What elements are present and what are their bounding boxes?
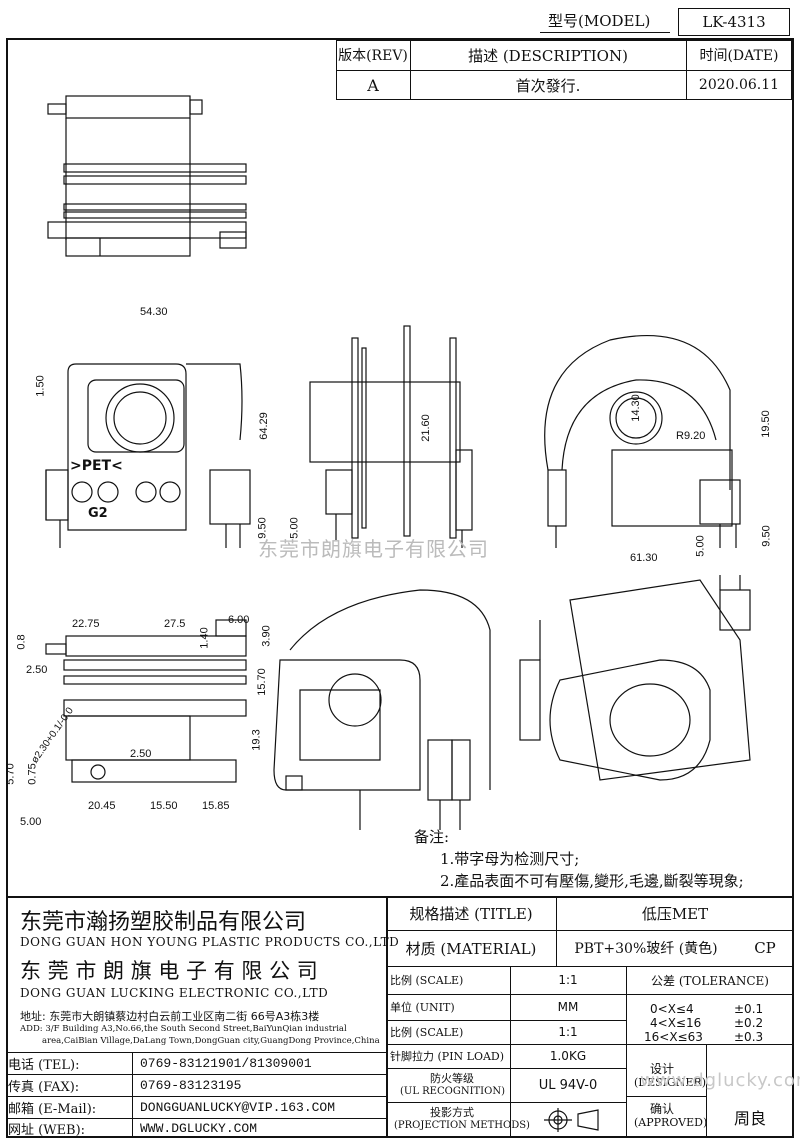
scale2-label: 比例 (SCALE)	[390, 1026, 464, 1039]
desc-header: 描述 (DESCRIPTION)	[468, 46, 628, 65]
date-header: 时间(DATE)	[699, 48, 779, 64]
dim-back-radius: R9.20	[676, 430, 706, 442]
proj-label-1: 投影方式	[430, 1106, 474, 1119]
notes-title: 备注:	[414, 828, 450, 846]
dim-top-m: 20.45	[88, 800, 116, 812]
date-value: 2020.06.11	[698, 77, 780, 93]
designer-label-2: (DESIGNER)	[634, 1076, 707, 1089]
g2-mark: G2	[88, 506, 108, 521]
dim-top-k: 5.70	[4, 763, 17, 785]
desc-value: 首次發行.	[515, 76, 581, 95]
designer-label-1: 设计	[650, 1062, 675, 1076]
ul-label-1: 防火等级	[430, 1072, 474, 1085]
approved-label-2: (APPROVED)	[634, 1116, 708, 1129]
company-en-2: DONG GUAN LUCKING ELECTRONIC CO.,LTD	[20, 986, 329, 1000]
dim-top-o: 15.85	[202, 800, 230, 812]
contact-tel-label: 电话 (TEL):	[8, 1057, 80, 1073]
watermark: 东莞市朗旗电子有限公司	[258, 537, 489, 561]
material-code: CP	[754, 939, 776, 957]
contact-web-label: 网址 (WEB):	[8, 1122, 86, 1138]
contact-tel-value: 0769-83121901/81309001	[140, 1055, 312, 1071]
dim-front-left-gap: 1.50	[34, 375, 47, 397]
company-addr-cn: 地址: 东莞市大朗镇蔡边村白云前工业区南二街 66号A3栋3楼	[20, 1010, 320, 1023]
tol-value-2: ±0.2	[734, 1016, 764, 1030]
scale-value: 1:1	[558, 973, 578, 987]
contact-web-value: WWW.DGLUCKY.COM	[140, 1120, 258, 1136]
unit-value: MM	[557, 1000, 579, 1014]
tol-value-1: ±0.1	[734, 1002, 764, 1016]
company-cn-1: 东莞市瀚扬塑胶制品有限公司	[20, 910, 307, 935]
model-label: 型号(MODEL)	[548, 12, 651, 30]
dim-back-bottom-b: 5.00	[694, 535, 707, 557]
rev-value: A	[367, 75, 379, 95]
dim-top-a: 22.75	[72, 618, 100, 630]
dim-top-n: 15.50	[150, 800, 178, 812]
dim-top-b: 27.5	[164, 618, 186, 630]
title-value: 低压MET	[641, 904, 709, 923]
dim-top-c: 6.00	[228, 614, 250, 626]
dim-back-inner: 14.30	[629, 394, 642, 422]
unit-label: 单位 (UNIT)	[390, 1001, 455, 1014]
dim-back-height: 19.50	[759, 410, 772, 438]
dim-top-j: 2.50	[130, 748, 152, 760]
model-underline	[540, 32, 670, 33]
drawing-frame	[6, 38, 794, 1138]
dim-front-width: 54.30	[140, 306, 168, 318]
contact-fax-label: 传真 (FAX):	[8, 1079, 80, 1095]
company-en-1: DONG GUAN HON YOUNG PLASTIC PRODUCTS CO.…	[20, 935, 400, 949]
material-value: PBT+30%玻纤 (黄色)	[574, 941, 718, 957]
note-1: 1.带字母为检测尺寸;	[440, 850, 580, 868]
dim-top-h: 15.70	[255, 668, 268, 696]
dim-side-height: 21.60	[419, 414, 432, 442]
pinload-label: 针脚拉力 (PIN LOAD)	[390, 1050, 505, 1063]
company-addr-en-2: area,CaiBian Village,DaLang Town,DongGua…	[42, 1036, 380, 1046]
ul-value: UL 94V-0	[538, 1077, 598, 1093]
tol-range-3: 16<X≤63	[644, 1030, 703, 1044]
pet-mark: >PET<	[70, 458, 123, 474]
material-label: 材质 (MATERIAL)	[405, 939, 537, 958]
proj-label-2: (PROJECTION METHODS)	[394, 1120, 530, 1131]
approved-label-1: 确认	[650, 1102, 675, 1116]
contact-email-value: DONGGUANLUCKY@VIP.163.COM	[140, 1099, 336, 1115]
note-2: 2.產品表面不可有壓傷,變形,毛邊,斷裂等現象;	[440, 872, 744, 890]
tol-value-3: ±0.3	[734, 1030, 764, 1044]
approver-value: 周良	[733, 1109, 766, 1128]
dim-top-d: 1.40	[198, 627, 211, 649]
tol-range-1: 0<X≤4	[650, 1002, 694, 1016]
dim-back-width: 61.30	[630, 552, 658, 564]
company-cn-2: 东 莞 市 朗 旗 电 子 有 限 公 司	[20, 959, 318, 983]
scale2-value: 1:1	[558, 1025, 578, 1039]
dim-top-e: 3.90	[260, 625, 273, 647]
company-addr-en-1: ADD: 3/F Building A3,No.66,the South Sec…	[20, 1024, 347, 1034]
pinload-value: 1.0KG	[549, 1049, 587, 1063]
dim-top-i: 19.3	[250, 729, 263, 751]
model-value: LK-4313	[678, 8, 790, 36]
projection-symbol-icon	[544, 1108, 599, 1132]
ul-label-2: (UL RECOGNITION)	[400, 1086, 505, 1097]
tol-range-2: 4<X≤16	[650, 1016, 702, 1030]
scale-label: 比例 (SCALE)	[390, 974, 464, 987]
contact-fax-value: 0769-83123195	[140, 1077, 242, 1093]
rev-header: 版本(REV)	[338, 48, 408, 64]
title-label: 规格描述 (TITLE)	[409, 904, 533, 923]
dim-top-p: 5.00	[20, 816, 42, 828]
tolerance-header: 公差 (TOLERANCE)	[651, 973, 769, 988]
dim-front-height: 64.29	[257, 412, 270, 440]
dim-top-f: 0.8	[15, 634, 28, 650]
dim-top-l: 0.75	[26, 763, 39, 785]
footer-watermark: www.dglucky.com	[640, 1070, 800, 1091]
dim-back-bottom-a: 9.50	[760, 525, 773, 547]
dim-top-g: 2.50	[26, 664, 48, 676]
contact-email-label: 邮箱 (E-Mail):	[8, 1101, 97, 1117]
